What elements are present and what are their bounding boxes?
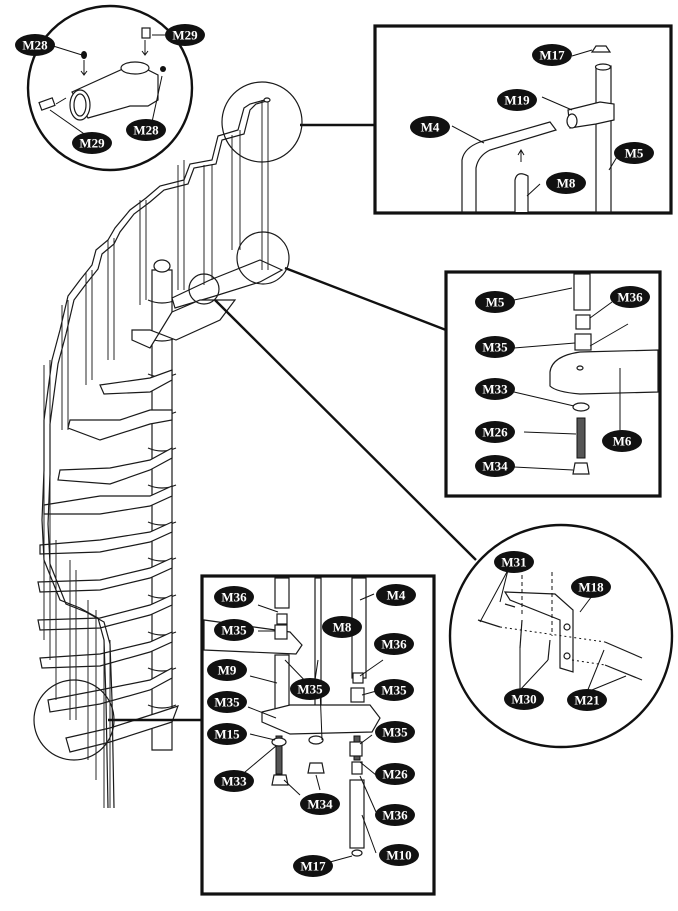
- label-badge: M15: [207, 723, 247, 745]
- label-badge: M29: [165, 24, 205, 46]
- treads: [37, 259, 284, 753]
- label-badge: M36: [375, 804, 415, 826]
- label-badge: M5: [614, 142, 654, 164]
- label-text: M30: [511, 692, 536, 707]
- label-badge: M35: [374, 679, 414, 701]
- label-badge: M33: [214, 770, 254, 792]
- label-text: M35: [214, 695, 240, 710]
- label-text: M5: [625, 146, 644, 161]
- label-badge: M5: [475, 291, 515, 313]
- label-text: M36: [381, 637, 407, 652]
- label-text: M18: [578, 580, 604, 595]
- label-text: M19: [504, 93, 530, 108]
- label-text: M5: [486, 295, 505, 310]
- label-badge: M26: [375, 763, 415, 785]
- label-badge: M17: [293, 855, 333, 877]
- label-text: M34: [482, 459, 508, 474]
- label-text: M33: [221, 774, 247, 789]
- label-text: M26: [482, 425, 508, 440]
- label-text: M8: [333, 620, 352, 635]
- part-labels: M28 M29 M28 M29 M17 M19 M4 M5 M8 M5 M36 …: [15, 24, 654, 877]
- label-badge: M21: [567, 689, 607, 711]
- label-badge: M28: [126, 119, 166, 141]
- label-badge: M35: [290, 678, 330, 700]
- label-text: M35: [382, 725, 408, 740]
- label-text: M15: [214, 727, 240, 742]
- label-badge: M36: [214, 586, 254, 608]
- label-badge: M9: [207, 659, 247, 681]
- label-text: M36: [221, 590, 247, 605]
- label-text: M34: [307, 797, 333, 812]
- label-badge: M31: [494, 551, 534, 573]
- label-text: M28: [22, 38, 48, 53]
- label-badge: M28: [15, 34, 55, 56]
- handrail: [41, 99, 266, 809]
- label-badge: M17: [532, 44, 572, 66]
- label-badge: M30: [504, 688, 544, 710]
- label-text: M4: [421, 120, 440, 135]
- label-text: M29: [172, 28, 198, 43]
- zoom-circle-bottom: [33, 679, 115, 761]
- label-badge: M36: [374, 633, 414, 655]
- label-text: M8: [557, 176, 576, 191]
- column-cap: [153, 259, 171, 273]
- label-text: M28: [133, 123, 159, 138]
- label-text: M35: [482, 340, 508, 355]
- label-text: M26: [382, 767, 408, 782]
- label-text: M35: [221, 623, 247, 638]
- connector-lines: [108, 123, 477, 722]
- zoom-circle-handrail: [221, 81, 303, 163]
- label-badge: M4: [410, 116, 450, 138]
- zoom-circle-tread-join: [188, 273, 220, 305]
- label-text: M6: [613, 434, 632, 449]
- label-text: M17: [539, 48, 565, 63]
- label-text: M9: [218, 663, 237, 678]
- label-badge: M35: [375, 721, 415, 743]
- label-text: M29: [79, 136, 105, 151]
- staircase-drawing: [37, 97, 284, 809]
- detail-right-circle: [448, 523, 674, 749]
- label-badge: M8: [546, 172, 586, 194]
- label-badge: M10: [379, 844, 419, 866]
- column-rings: [147, 299, 177, 709]
- label-text: M21: [574, 693, 599, 708]
- label-badge: M4: [376, 584, 416, 606]
- label-badge: M35: [475, 336, 515, 358]
- label-badge: M18: [571, 576, 611, 598]
- label-badge: M19: [497, 89, 537, 111]
- label-text: M36: [617, 290, 643, 305]
- label-text: M33: [482, 382, 508, 397]
- label-badge: M6: [602, 430, 642, 452]
- label-text: M36: [382, 808, 408, 823]
- label-text: M4: [387, 588, 406, 603]
- label-badge: M33: [475, 378, 515, 400]
- label-text: M35: [297, 682, 323, 697]
- label-badge: M34: [475, 455, 515, 477]
- label-badge: M29: [72, 132, 112, 154]
- label-badge: M35: [214, 619, 254, 641]
- label-badge: M26: [475, 421, 515, 443]
- label-badge: M36: [610, 286, 650, 308]
- label-badge: M34: [300, 793, 340, 815]
- label-text: M17: [300, 859, 326, 874]
- label-text: M31: [501, 555, 526, 570]
- label-text: M35: [381, 683, 407, 698]
- balusters: [43, 100, 269, 808]
- label-badge: M35: [207, 691, 247, 713]
- label-badge: M8: [322, 616, 362, 638]
- zoom-circle-baluster-base: [236, 231, 290, 285]
- label-text: M10: [386, 848, 411, 863]
